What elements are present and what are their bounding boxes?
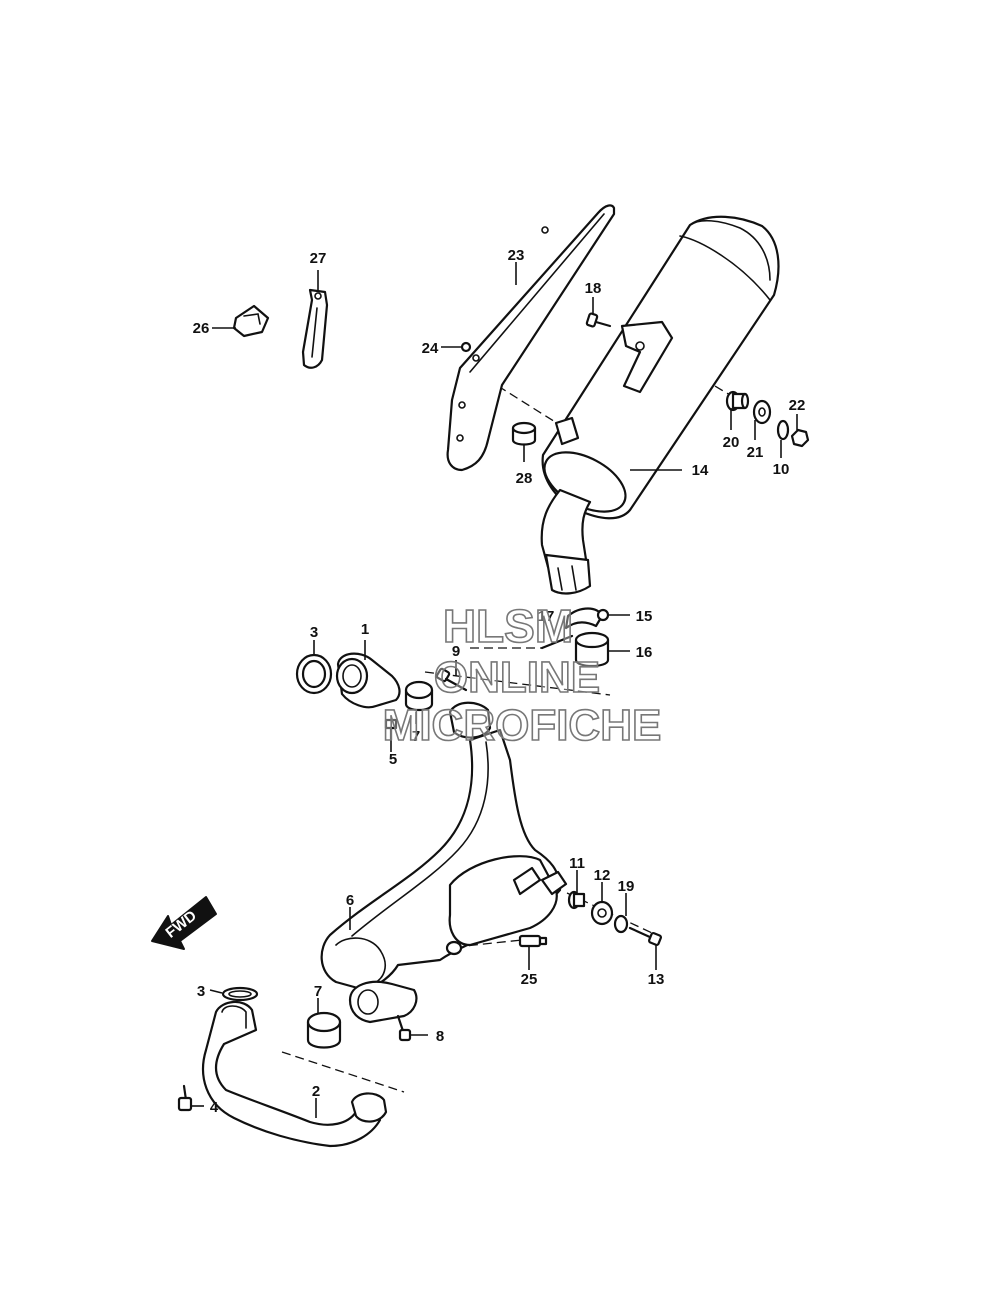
part-10-washer xyxy=(776,419,790,441)
callout-20: 20 xyxy=(723,434,740,451)
callout-10: 10 xyxy=(773,461,790,478)
part-21-grommet xyxy=(752,399,772,425)
pipe-mount-hardware xyxy=(567,890,663,947)
callout-14: 14 xyxy=(692,462,709,479)
callout-22: 22 xyxy=(789,397,806,414)
part-18-bolt xyxy=(585,312,612,328)
watermark-line3: MICROFICHE xyxy=(383,701,662,750)
part-3-gasket-upper xyxy=(295,653,333,695)
part-15-nut xyxy=(596,608,610,622)
part-26-clamp xyxy=(232,304,270,338)
callout-24: 24 xyxy=(422,340,439,357)
callout-25: 25 xyxy=(521,971,538,988)
watermark-line1: HLSM xyxy=(443,600,573,652)
part-9-bolt xyxy=(435,667,468,692)
callout-11: 11 xyxy=(569,855,585,872)
leader-lines xyxy=(190,262,798,1118)
callout-19: 19 xyxy=(618,878,635,895)
callout-5: 5 xyxy=(389,751,397,768)
callout-13: 13 xyxy=(648,971,665,988)
part-8-bolt xyxy=(396,1014,412,1042)
callout-21: 21 xyxy=(747,444,764,461)
part-11-collar xyxy=(567,890,586,910)
part-7-gasket-lower xyxy=(306,1011,342,1049)
callout-27: 27 xyxy=(310,250,327,267)
part-14-muffler xyxy=(540,215,780,595)
part-16-gasket xyxy=(574,631,610,668)
callout-7-upper: 7 xyxy=(412,728,420,745)
part-19-washer xyxy=(613,914,629,934)
muffler-mount-hardware xyxy=(725,390,810,448)
callout-8: 8 xyxy=(436,1028,444,1045)
callout-6: 6 xyxy=(346,892,354,909)
callout-1: 1 xyxy=(361,621,369,638)
fwd-arrow-icon: FWD xyxy=(151,896,217,950)
part-3-gasket-lower xyxy=(221,986,259,1002)
part-12-grommet xyxy=(590,900,614,926)
callout-4: 4 xyxy=(210,1099,219,1116)
part-4-bolt xyxy=(177,1084,193,1112)
part-25-sensor xyxy=(518,934,548,948)
callout-18: 18 xyxy=(585,280,602,297)
callout-3-lower: 3 xyxy=(197,983,205,1000)
callout-26: 26 xyxy=(193,320,210,337)
part-1-joint xyxy=(335,652,401,709)
part-24-screw xyxy=(460,341,472,353)
callout-28: 28 xyxy=(516,470,533,487)
part-28-grommet xyxy=(511,421,537,446)
callout-17: 17 xyxy=(538,608,555,625)
watermark: HLSM ONLINE MICROFICHE xyxy=(382,599,662,751)
part-17-clamp-bolt xyxy=(540,607,604,650)
part-23-muffler-protector xyxy=(446,204,616,472)
part-27-strip xyxy=(301,288,329,369)
callout-16: 16 xyxy=(636,644,653,661)
callout-2: 2 xyxy=(312,1083,320,1100)
part-2-front-pipe xyxy=(202,1000,388,1148)
callout-15: 15 xyxy=(636,608,653,625)
callout-12: 12 xyxy=(594,867,611,884)
upper-clamp-group xyxy=(540,607,610,668)
part-7-gasket-upper xyxy=(404,680,434,712)
part-20-collar xyxy=(725,390,750,412)
part-6-exhaust-pipe xyxy=(320,701,568,1024)
callout-9: 9 xyxy=(452,643,460,660)
part-22-nut xyxy=(790,428,810,448)
callout-7-lower: 7 xyxy=(314,983,322,1000)
watermark-line2: ONLINE xyxy=(434,653,600,702)
callouts: 27 26 23 24 18 28 14 20 21 10 22 17 15 1… xyxy=(193,247,806,1116)
callout-3-upper: 3 xyxy=(310,624,318,641)
part-13-bolt xyxy=(628,926,663,947)
part-5-bolt xyxy=(384,718,398,742)
callout-23: 23 xyxy=(508,247,525,264)
